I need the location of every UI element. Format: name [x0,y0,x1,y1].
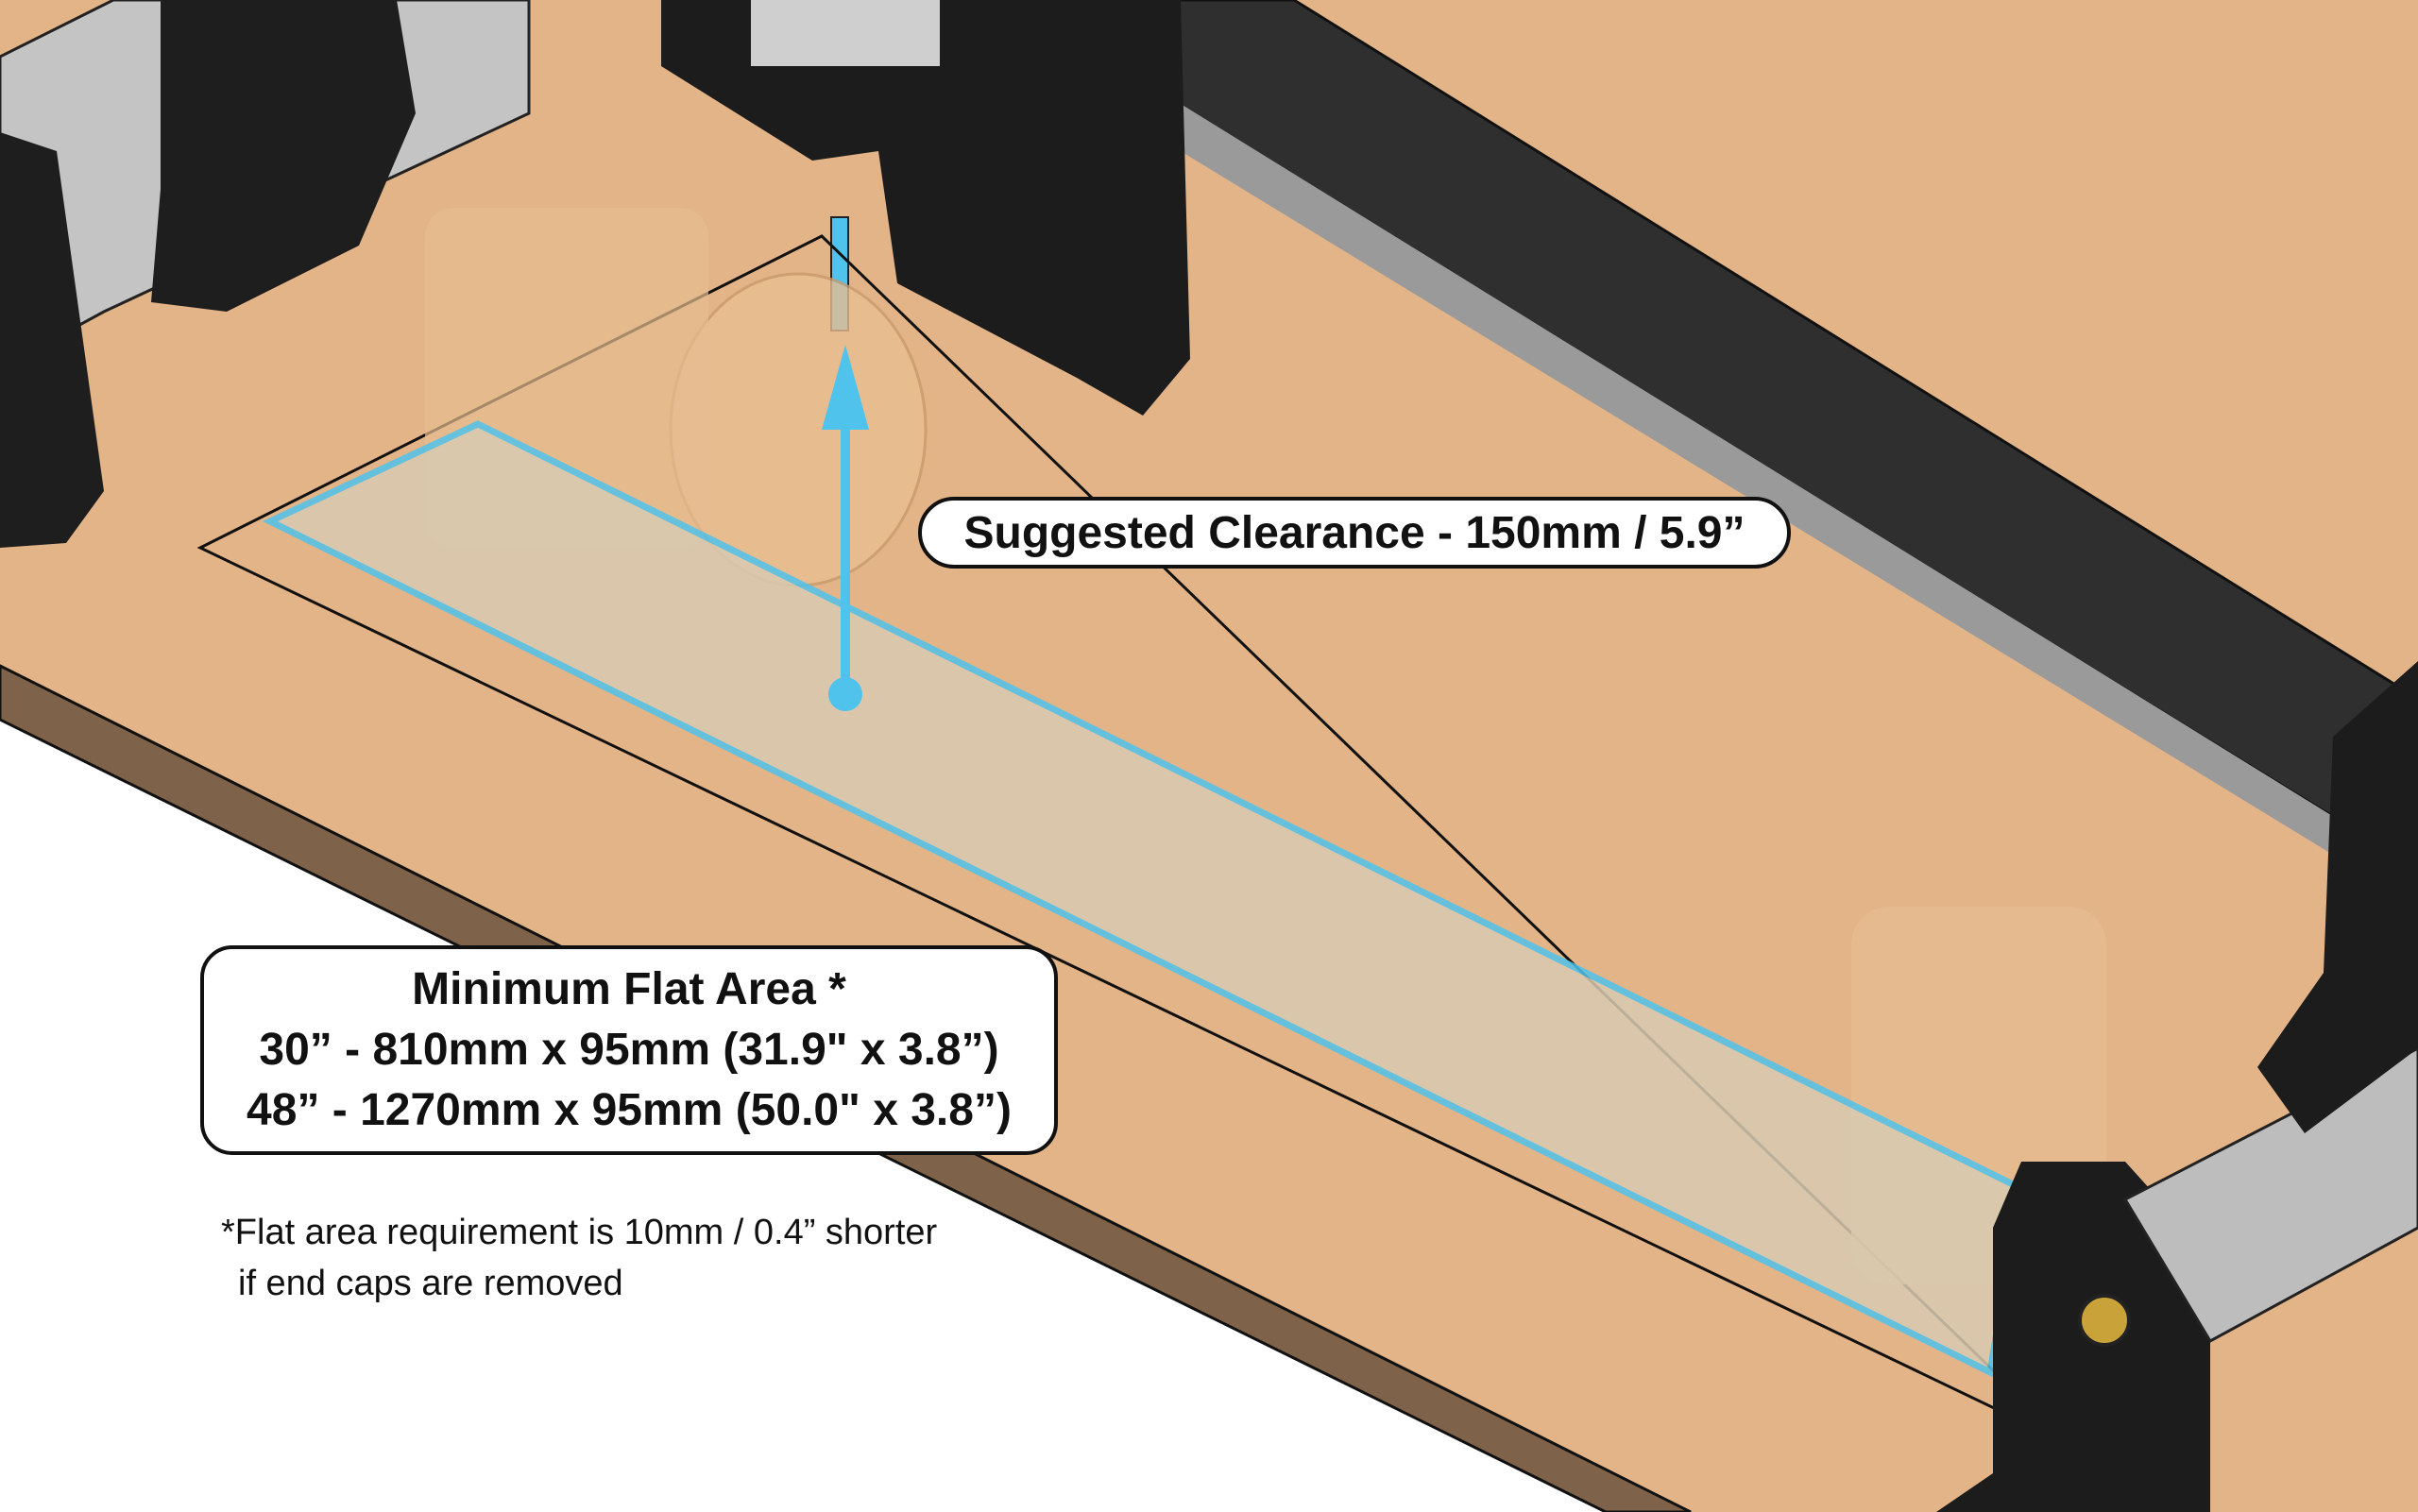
z-carriage [661,0,1190,416]
flat-area-title: Minimum Flat Area * [412,964,846,1014]
clearance-arrow-base-dot [828,677,862,711]
clearance-arrow-head [822,345,869,430]
right-end-plate [1936,1162,2210,1512]
coupler [2078,1294,2131,1347]
spindle [751,0,940,66]
left-end-plate [0,132,104,548]
left-carriage-plate [151,0,416,312]
right-upper-plate [2257,661,2418,1133]
footnote-line-2: if end caps are removed [238,1264,623,1303]
footnote: *Flat area requirement is 10mm / 0.4” sh… [221,1207,937,1309]
footnote-line-1: *Flat area requirement is 10mm / 0.4” sh… [221,1213,938,1252]
right-rail-face [1181,104,2418,907]
flat-area-48-spec: 48” - 1270mm x 95mm (50.0" x 3.8”) [247,1085,1012,1135]
clearance-label-text: Suggested Clearance - 150mm / 5.9” [963,507,1745,558]
clearance-label: Suggested Clearance - 150mm / 5.9” [918,497,1791,569]
flat-area-30-spec: 30” - 810mm x 95mm (31.9" x 3.8”) [259,1025,999,1075]
flat-area-label: Minimum Flat Area * 30” - 810mm x 95mm (… [200,945,1058,1155]
